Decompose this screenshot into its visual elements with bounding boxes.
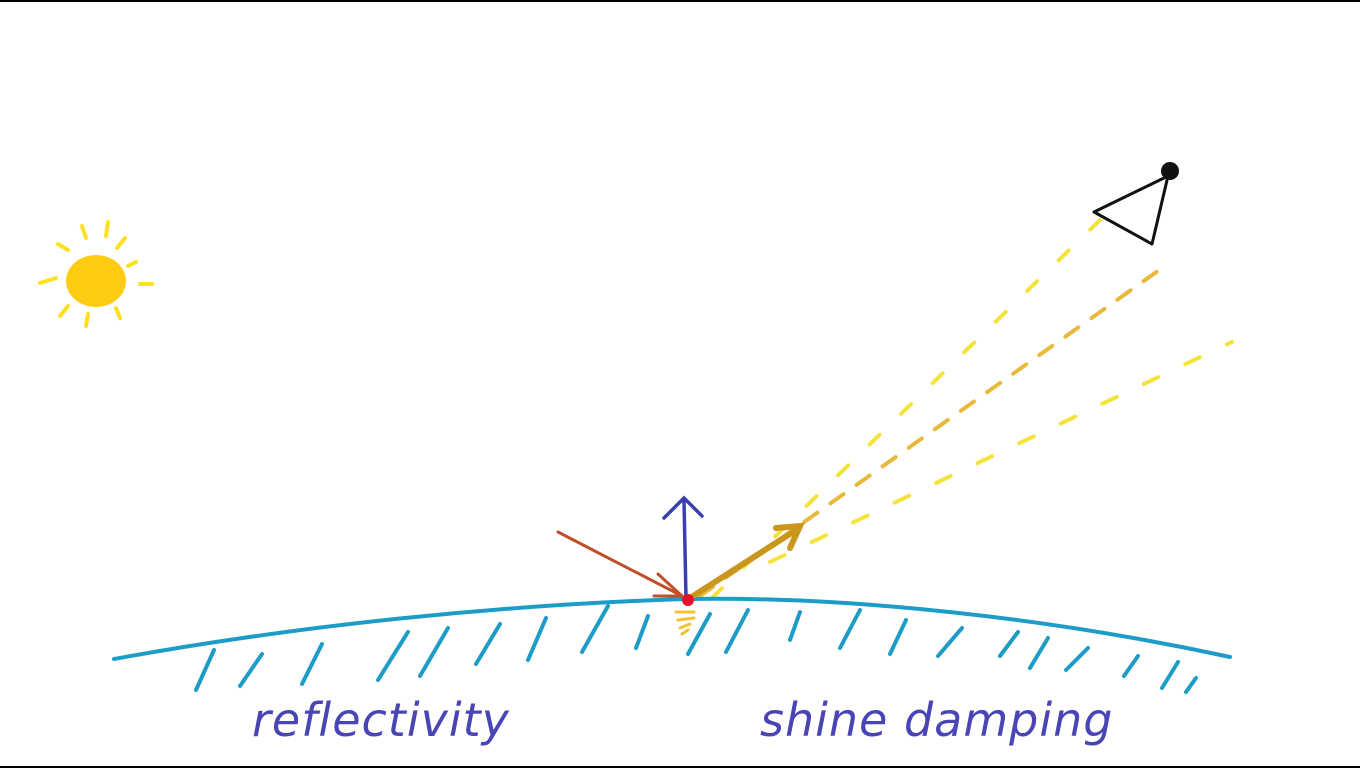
label-shine-damping: shine damping bbox=[760, 693, 1114, 747]
hit-point-dot bbox=[682, 594, 694, 606]
camera-eye-icon bbox=[1092, 162, 1179, 246]
incoming-light-arrow bbox=[556, 530, 686, 598]
reflection-ray-lower bbox=[768, 340, 1234, 564]
surface-curve bbox=[112, 596, 1232, 661]
reflected-vector-arrow bbox=[687, 522, 805, 601]
surface-hatching bbox=[194, 604, 1198, 694]
normal-vector-arrow bbox=[662, 495, 704, 600]
reflection-ray-upper bbox=[710, 218, 1102, 600]
sun-icon bbox=[38, 220, 154, 328]
hit-point-glow bbox=[674, 610, 696, 636]
label-reflectivity: reflectivity bbox=[252, 693, 510, 747]
